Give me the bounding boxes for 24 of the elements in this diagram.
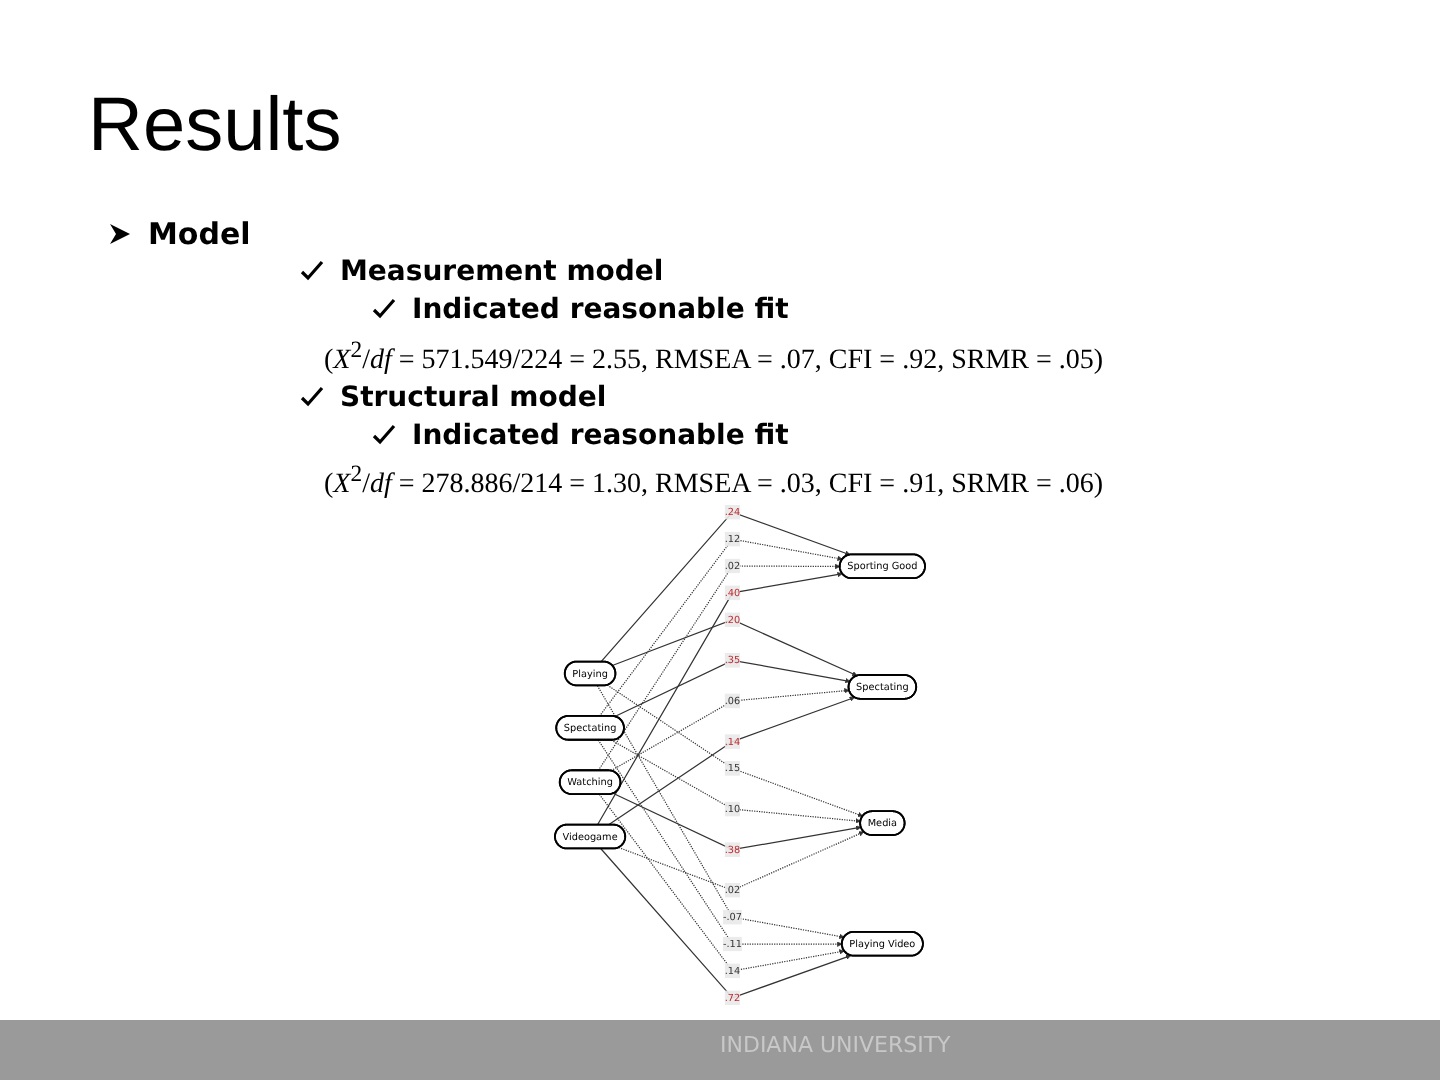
fit-statistics: (X$^{2}$/df = 278.886/214 = 1.30, RMSEA = .03, CFI = .91, SRMR = .06) xyxy=(324,470,1104,501)
bullet-text: Measurement model xyxy=(340,256,664,288)
bullet-text: Model xyxy=(148,216,251,252)
arrow xyxy=(598,793,845,972)
arrow xyxy=(607,696,855,826)
arrow xyxy=(598,538,843,717)
arrow xyxy=(600,511,851,663)
bullet-text: Structural model xyxy=(340,381,607,414)
arrow xyxy=(618,831,865,891)
arrow xyxy=(596,685,845,939)
arrow xyxy=(610,739,861,824)
arrow xyxy=(597,739,843,947)
slide-title: Results xyxy=(88,84,342,170)
arrow xyxy=(606,684,864,818)
bullet-text: Indicated reasonable fit xyxy=(412,419,789,452)
arrow xyxy=(611,619,858,677)
arrow xyxy=(614,659,851,718)
arrow xyxy=(596,571,843,826)
arrow xyxy=(597,563,841,772)
arrow xyxy=(600,848,852,999)
arrow xyxy=(612,792,862,851)
arrow xyxy=(610,688,850,772)
fit-statistics: (X$^{2}$/df = 571.549/224 = 2.55, RMSEA = .07, CFI = .92, SRMR = .05) xyxy=(324,345,1104,376)
bullet-text: Indicated reasonable fit xyxy=(412,294,789,326)
